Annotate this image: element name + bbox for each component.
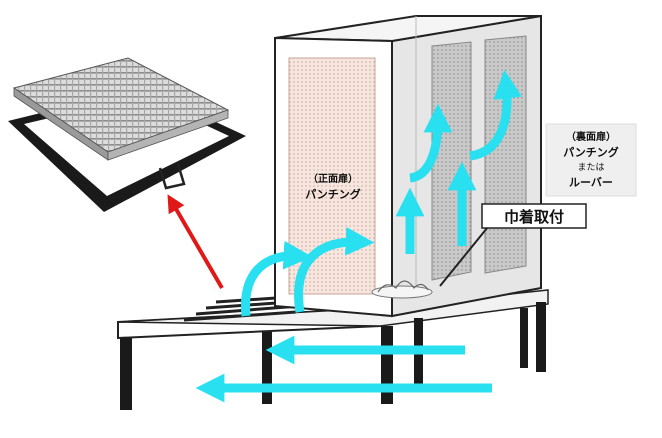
- mount-callout: 巾着取付: [481, 203, 587, 229]
- front-door-type: パンチング: [305, 187, 361, 201]
- mount-callout-label: 巾着取付: [504, 208, 564, 226]
- mount-callout-line: [439, 221, 493, 287]
- rear-door-panel-right: [484, 35, 527, 274]
- rear-door-alt: ルーバー: [569, 176, 613, 189]
- airflow-arrow-icon: [241, 240, 313, 317]
- grating-cover: [8, 57, 246, 212]
- airflow-arrow-icon: [294, 226, 375, 313]
- airflow-arrows: [195, 69, 522, 403]
- airflow-arrow-icon: [408, 103, 453, 183]
- rear-door-type: パンチング: [563, 145, 619, 159]
- pointer-arrow-icon: [167, 194, 224, 290]
- rear-door-label: （裏面扉） パンチング または ルーバー: [545, 123, 637, 197]
- airflow-arrow-icon: [469, 69, 522, 161]
- mount-fixture: [371, 280, 433, 299]
- rear-door-or: または: [577, 162, 604, 173]
- rear-door-title: （裏面扉）: [566, 130, 616, 143]
- front-door-title: （正面扉）: [308, 172, 358, 185]
